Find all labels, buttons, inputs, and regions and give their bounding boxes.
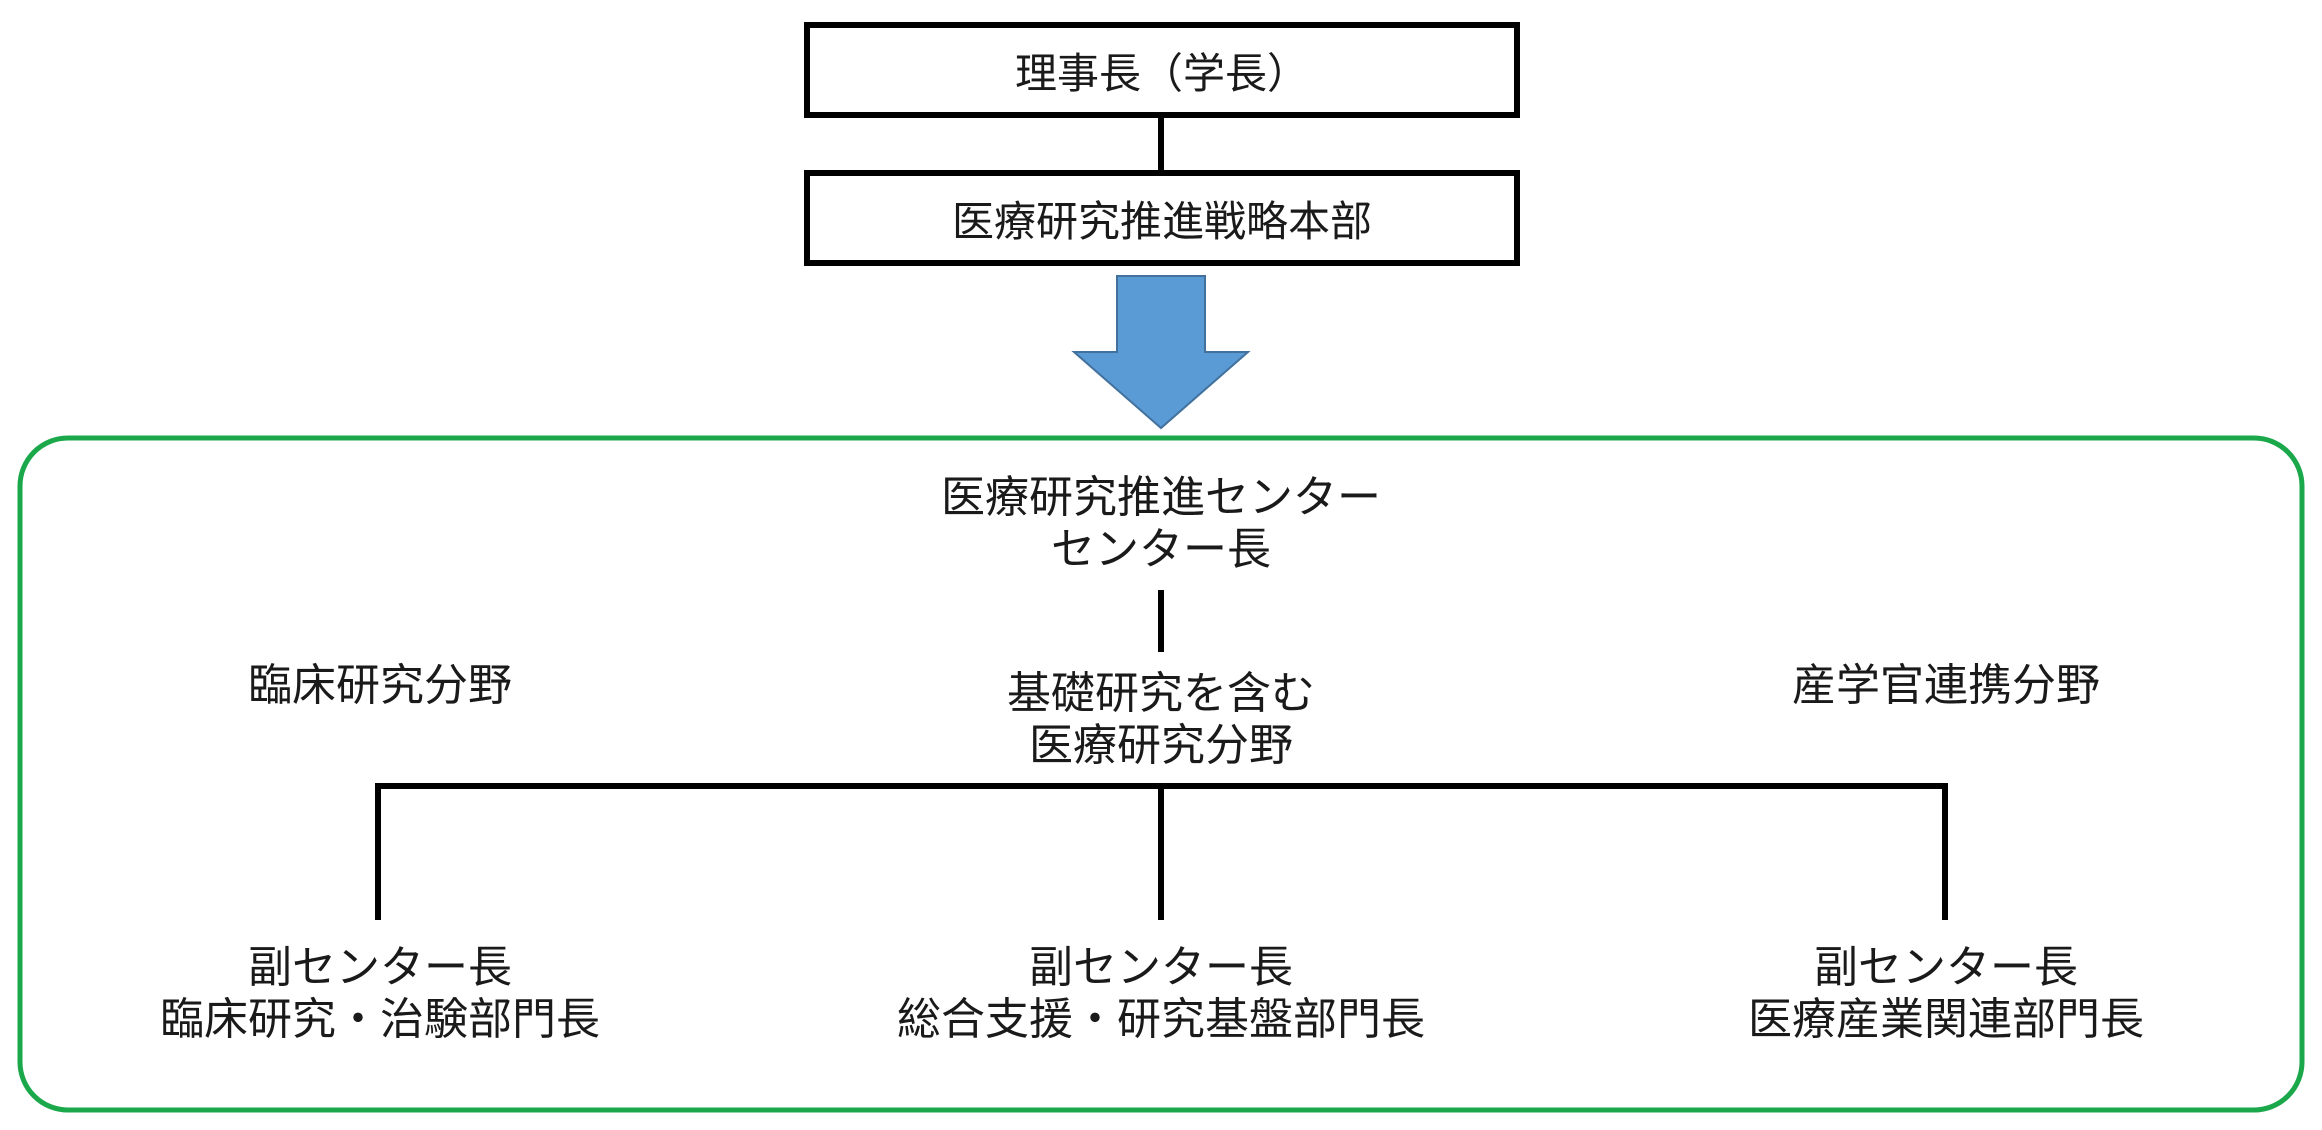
deputy-division: 医療産業関連部門長 [1748,994,2144,1045]
deputy-industry: 副センター長 医療産業関連部門長 [1748,942,2144,1046]
chairman-box: 理事長（学長） [804,22,1520,118]
deputy-title: 副センター長 [248,942,512,993]
center-title: 医療研究推進センター [941,472,1381,523]
field-clinical: 臨床研究分野 [248,660,512,712]
field-industry: 産学官連携分野 [1792,660,2100,712]
field-clinical-label: 臨床研究分野 [248,660,512,711]
center-container [17,435,2305,1113]
strategy-hq-label: 医療研究推進戦略本部 [951,196,1372,246]
deputy-division: 総合支援・研究基盤部門長 [897,994,1425,1045]
center-head-role: センター長 [1051,524,1271,575]
field-basic: 基礎研究を含む 医療研究分野 [1007,668,1315,772]
chairman-label: 理事長（学長） [1014,48,1309,98]
deputy-clinical: 副センター長 臨床研究・治験部門長 [160,942,600,1046]
field-basic-line1: 基礎研究を含む [1007,668,1315,719]
center-head: 医療研究推進センター センター長 [941,472,1381,576]
strategy-hq-box: 医療研究推進戦略本部 [804,170,1520,266]
down-arrow-icon [1071,275,1251,430]
deputy-support: 副センター長 総合支援・研究基盤部門長 [897,942,1425,1046]
field-basic-line2: 医療研究分野 [1029,720,1293,771]
deputy-title: 副センター長 [1814,942,2078,993]
deputy-title: 副センター長 [1029,942,1293,993]
field-industry-label: 産学官連携分野 [1792,660,2100,711]
deputy-division: 臨床研究・治験部門長 [160,994,600,1045]
